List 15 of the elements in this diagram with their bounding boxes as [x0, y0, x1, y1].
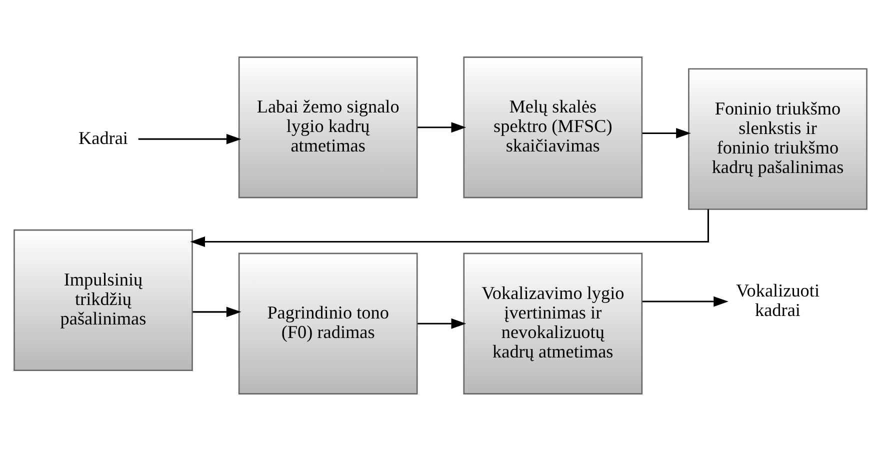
- node-text: Vokalizuoti kadrai: [736, 280, 820, 320]
- arrow: [138, 133, 242, 144]
- node-box: Impulsinių trikdžių pašalinimas: [14, 228, 193, 371]
- node-box: Melų skalės spektro (MFSC) skaičiavimas: [463, 56, 643, 198]
- arrow: [418, 318, 466, 328]
- node-text: Kadrai: [78, 127, 128, 148]
- arrow: [418, 122, 466, 132]
- arrow: [642, 296, 728, 306]
- node-box: Vokalizavimo lygio įvertinimas ir nevokalizuotų kadrų atmetimas: [463, 252, 643, 394]
- arrow: [190, 208, 709, 246]
- arrow: [642, 128, 691, 138]
- node-box: Labai žemo signalo lygio kadrų atmetimas: [238, 56, 418, 198]
- node-box: Foninio triukšmo slenkstis ir foninio triukšmo kadrų pašalinimas: [688, 68, 868, 210]
- node-box: Pagrindinio tono (F0) radimas: [238, 252, 418, 394]
- arrow: [192, 306, 242, 317]
